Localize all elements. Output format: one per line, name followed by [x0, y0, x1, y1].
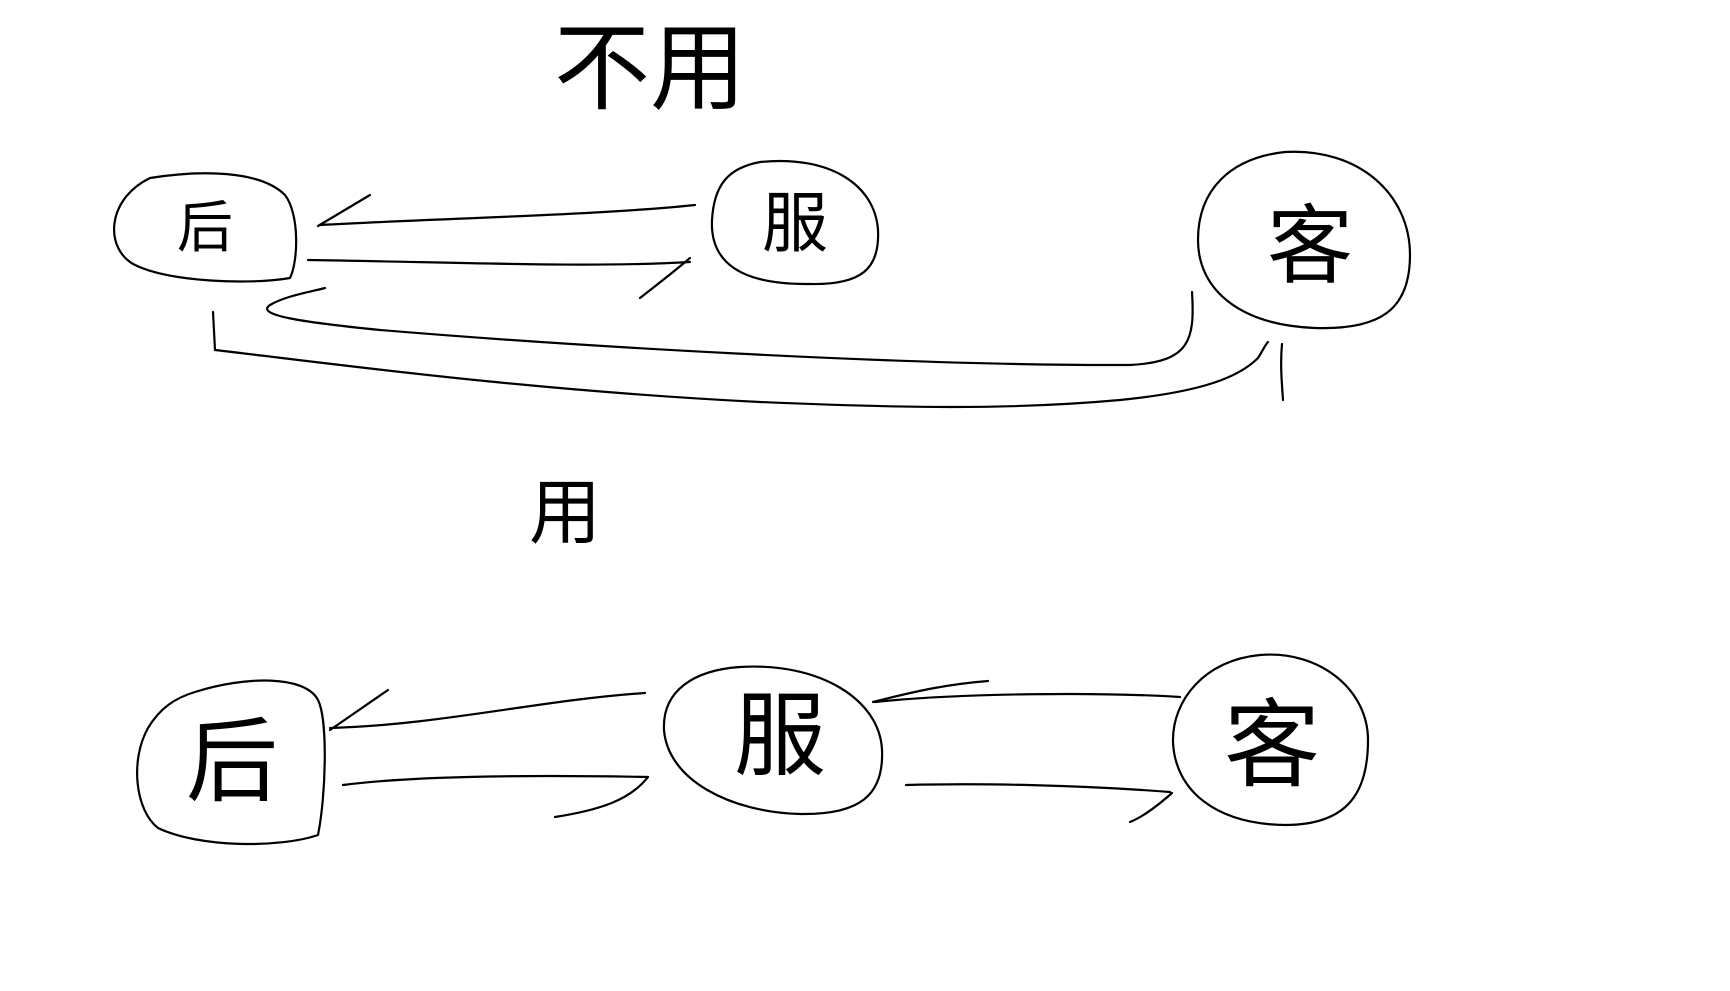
bottom-arrow-middle-to-right	[904, 783, 1174, 824]
bottom-node-left-outline	[136, 679, 326, 846]
bottom-arrow-left-to-middle-line	[341, 774, 650, 787]
bottom-arrow-middle-to-left-line	[328, 691, 647, 730]
top-arrow-middle-to-left-line	[318, 203, 697, 227]
bottom-node-left-label: 后	[186, 708, 278, 815]
bottom-arrow-left-to-middle-head	[553, 775, 650, 819]
top-node-right-outline	[1196, 150, 1412, 330]
top-node-middle: 服	[710, 159, 880, 286]
bottom-arrow-left-to-middle	[341, 774, 650, 819]
bottom-diagram: 后 服 客	[136, 653, 1370, 846]
bottom-arrow-middle-to-right-head	[1128, 791, 1174, 824]
bottom-arrow-right-to-middle	[871, 679, 1182, 704]
top-arrow-left-to-right-line	[211, 310, 1270, 409]
bottom-node-right-label: 客	[1224, 689, 1320, 801]
top-arrow-left-to-right	[211, 310, 1285, 409]
top-node-left-outline	[113, 172, 298, 283]
top-section-label: 不用	[554, 12, 746, 124]
bottom-arrow-middle-to-right-line	[904, 783, 1172, 794]
bottom-section-label: 用	[529, 471, 601, 555]
top-arrow-right-to-left-line	[266, 286, 1194, 367]
top-node-middle-outline	[710, 159, 880, 286]
top-node-left: 后	[113, 172, 298, 283]
bottom-arrow-right-to-middle-head	[871, 679, 990, 704]
bottom-node-middle: 服	[662, 665, 884, 816]
bottom-arrow-right-to-middle-line	[873, 692, 1182, 704]
top-arrow-right-to-left	[266, 286, 1194, 367]
bottom-node-right: 客	[1171, 653, 1370, 827]
top-node-middle-label: 服	[762, 185, 828, 262]
top-arrow-middle-to-left	[316, 193, 697, 228]
top-arrow-middle-to-left-head	[316, 193, 372, 228]
bottom-arrow-middle-to-left	[328, 688, 647, 732]
top-arrow-left-to-right-head	[1280, 342, 1285, 402]
bottom-node-left: 后	[136, 679, 326, 846]
top-node-left-label: 后	[177, 196, 233, 261]
top-arrow-left-to-middle-line	[306, 258, 692, 266]
top-node-right-label: 客	[1267, 196, 1353, 296]
top-arrow-left-to-middle-head	[638, 256, 692, 300]
top-arrow-left-to-middle	[306, 256, 692, 300]
bottom-node-middle-outline	[662, 665, 884, 816]
bottom-node-right-outline	[1171, 653, 1370, 827]
bottom-arrow-middle-to-left-head	[328, 688, 390, 732]
top-diagram: 后 服 客	[113, 150, 1412, 409]
top-node-right: 客	[1196, 150, 1412, 330]
bottom-node-middle-label: 服	[734, 682, 826, 789]
